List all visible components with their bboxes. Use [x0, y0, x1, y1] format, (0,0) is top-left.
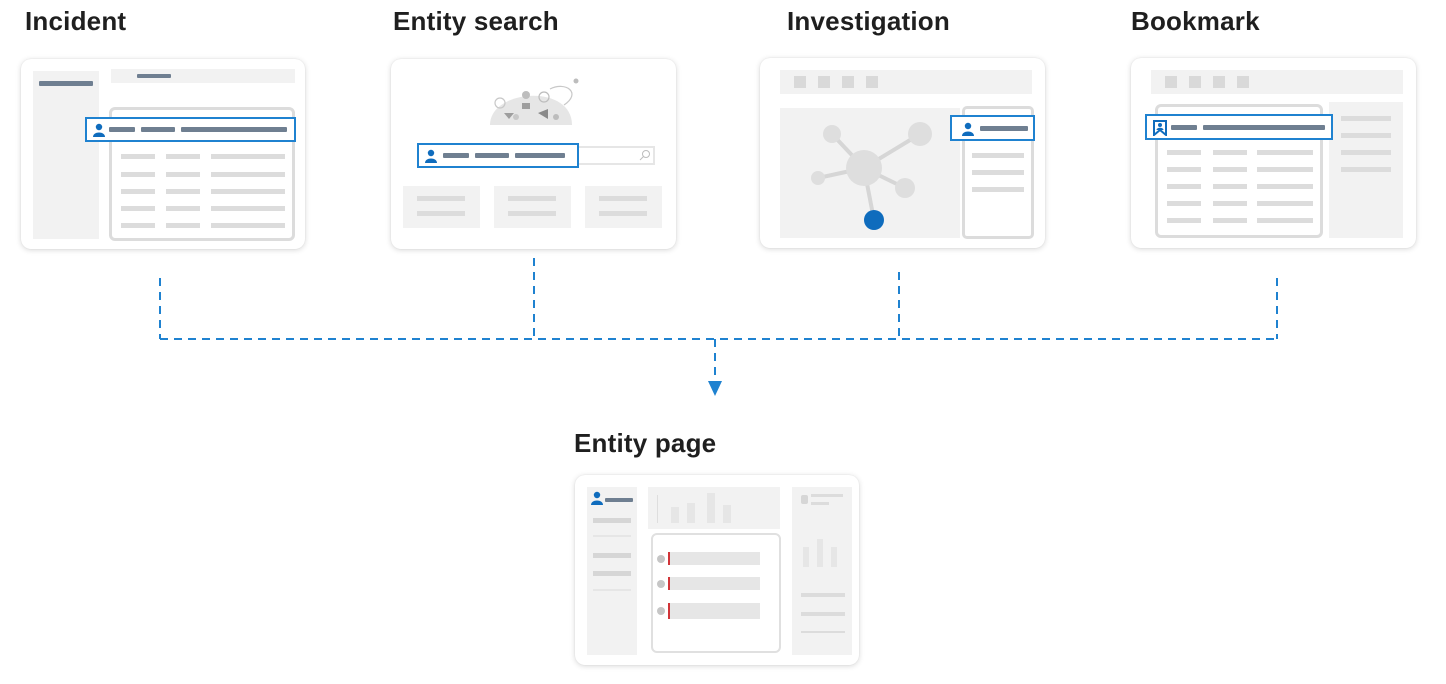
bookmark-title: Bookmark [1131, 6, 1260, 36]
result-tile [585, 186, 662, 228]
entity-search-result-highlight[interactable] [417, 143, 579, 168]
alert-item [670, 577, 760, 590]
entity-page-card[interactable] [575, 475, 859, 665]
user-icon [425, 149, 437, 163]
alert-item [670, 603, 760, 619]
entity-page-insights-pane [792, 487, 852, 655]
alert-item [670, 552, 760, 565]
entity-search-card[interactable] [391, 59, 676, 249]
user-icon [93, 123, 105, 137]
investigation-details-pane [962, 106, 1034, 239]
search-illustration [490, 78, 579, 125]
incident-sidebar [33, 71, 99, 239]
incident-sidebar-title-bar [39, 81, 93, 86]
incident-title: Incident [25, 6, 127, 36]
investigation-entity-highlight[interactable] [950, 115, 1035, 141]
incident-header [111, 69, 295, 83]
search-icon [639, 150, 650, 161]
result-tile [494, 186, 571, 228]
user-icon [591, 491, 603, 505]
incident-header-bar [137, 74, 171, 78]
result-tile [403, 186, 480, 228]
bookmark-table [1155, 104, 1323, 238]
incident-table [109, 107, 295, 241]
graph-node-icon [811, 122, 932, 230]
bookmark-icon [1153, 120, 1167, 136]
bookmark-card[interactable] [1131, 58, 1416, 248]
investigation-title: Investigation [787, 6, 950, 36]
investigation-card[interactable] [760, 58, 1045, 248]
entity-search-title: Entity search [393, 6, 559, 36]
entity-page-alerts-list [651, 533, 781, 653]
incident-entity-row-highlight[interactable] [85, 117, 296, 142]
user-icon [962, 122, 974, 136]
entity-page-title: Entity page [574, 428, 717, 458]
arrow-down-icon [708, 381, 722, 396]
bookmark-entity-row-highlight[interactable] [1145, 114, 1333, 140]
incident-card[interactable] [21, 59, 305, 249]
